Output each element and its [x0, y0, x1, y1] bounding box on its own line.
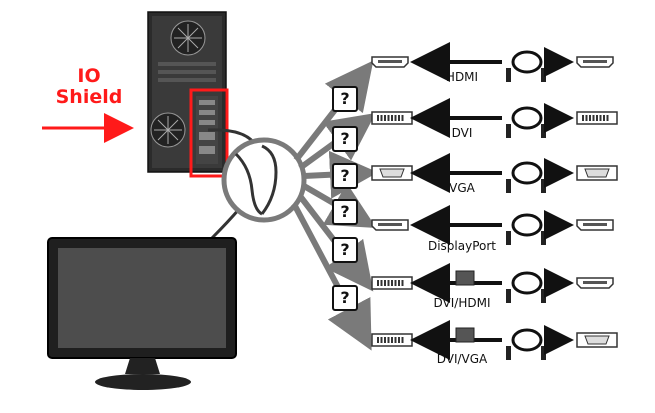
adapter-icon [455, 327, 475, 343]
cable-coil-icon [506, 213, 546, 245]
monitor-cable [210, 207, 242, 240]
dvi-port-icon [371, 276, 413, 290]
question-box-dvi-vga: ? [332, 285, 358, 311]
displayport-port-icon [576, 219, 614, 231]
cable-coil-icon [506, 161, 546, 193]
connection-row [371, 98, 618, 138]
connection-row [371, 263, 614, 303]
question-box-hdmi: ? [332, 86, 358, 112]
hdmi-port-icon [576, 56, 614, 68]
dvi-port-icon [371, 333, 413, 347]
connection-row [371, 320, 618, 360]
dvi-port-icon [371, 111, 413, 125]
dvi-port-icon [576, 111, 618, 125]
question-box-displayport: ? [332, 199, 358, 225]
label-displayport: DisplayPort [427, 239, 497, 253]
connector-circle [221, 137, 307, 223]
vga-port-icon [371, 165, 413, 181]
label-dvi-hdmi: DVI/HDMI [433, 296, 491, 310]
connection-row [371, 205, 614, 245]
cable-coil-icon [506, 106, 546, 138]
cable-coil-icon [506, 271, 546, 303]
computer-tower-icon [147, 11, 227, 173]
monitor-icon [47, 237, 237, 390]
question-box-dvi-hdmi: ? [332, 237, 358, 263]
adapter-icon [455, 270, 475, 286]
cable-coil-icon [506, 50, 546, 82]
connection-row [371, 153, 618, 193]
label-dvi: DVI [451, 126, 473, 140]
io-shield-line1: IO [77, 65, 101, 87]
question-box-dvi: ? [332, 126, 358, 152]
io-shield-line2: Shield [55, 86, 123, 108]
vga-port-icon [576, 165, 618, 181]
io-shield-label: IO Shield [54, 66, 124, 108]
label-vga: VGA [449, 181, 475, 195]
label-hdmi: HDMI [445, 70, 479, 84]
label-dvi-vga: DVI/VGA [436, 352, 488, 366]
hdmi-port-icon [371, 56, 409, 68]
hdmi-port-icon [576, 277, 614, 289]
displayport-port-icon [371, 219, 409, 231]
vga-port-icon [576, 332, 618, 348]
io-shield-highlight [189, 88, 229, 178]
question-box-vga: ? [332, 163, 358, 189]
cable-coil-icon [506, 328, 546, 360]
connection-row [371, 42, 614, 82]
